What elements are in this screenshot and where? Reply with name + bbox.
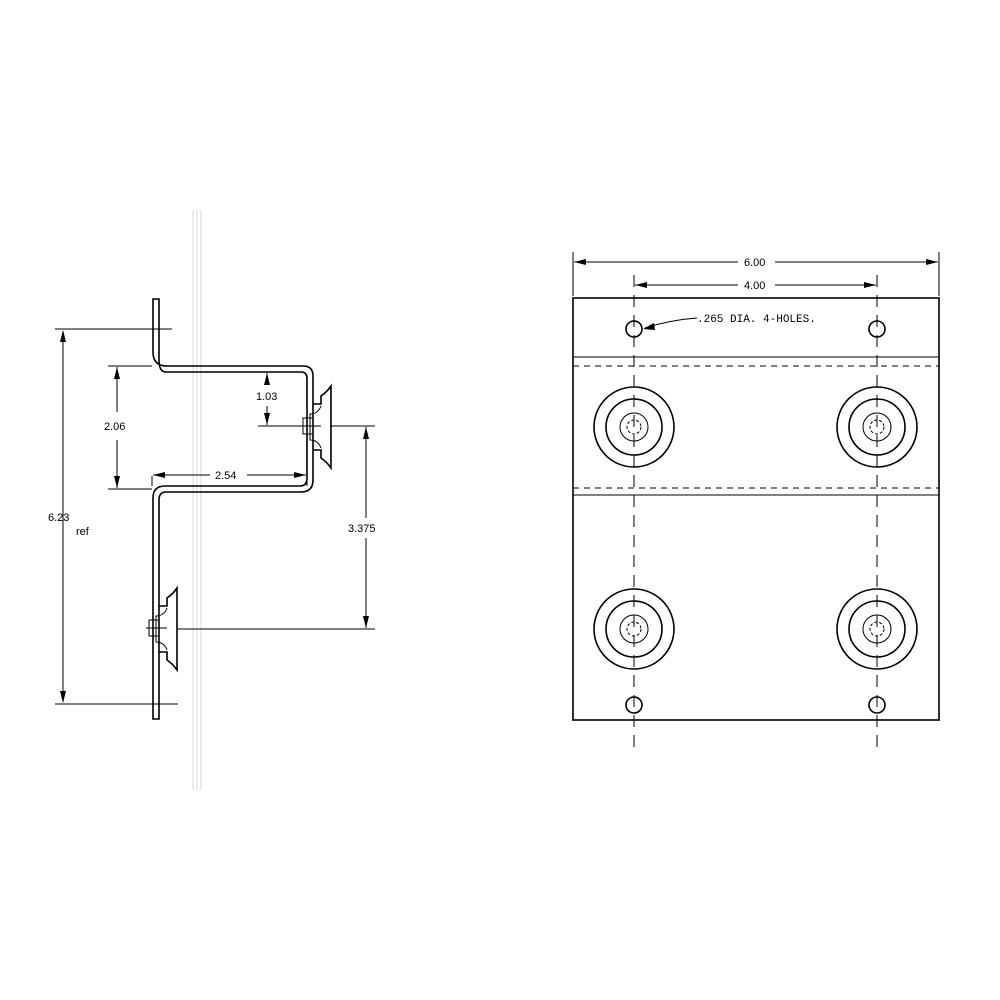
- bumper-upper-left: [593, 386, 675, 468]
- wall-line: [192, 210, 202, 790]
- mounting-hole: [625, 696, 643, 714]
- centerlines: [633, 275, 878, 755]
- dim-width-label: 6.00: [744, 257, 765, 269]
- front-extension-lines: [572, 252, 940, 296]
- mounting-holes: [625, 320, 886, 714]
- front-view: 6.00 4.00 .265 DIA. 4-HOLES.: [572, 252, 940, 755]
- dim-hole-spacing-label: 4.00: [744, 280, 765, 292]
- dim-mount-spacing: 3.375: [348, 427, 376, 628]
- dim-hole-spacing: 4.00: [635, 280, 876, 292]
- bumper-lower-left: [593, 588, 675, 670]
- mounting-hole: [625, 320, 643, 338]
- dim-upper-height-label: 2.06: [104, 421, 125, 433]
- dim-depth: 2.54: [153, 470, 306, 482]
- lower-bumper: [146, 585, 178, 673]
- mounting-hole: [868, 320, 886, 338]
- hole-note: .265 DIA. 4-HOLES.: [697, 314, 816, 326]
- extension-lines: [55, 328, 375, 705]
- bumpers: [593, 386, 918, 670]
- dim-mount-spacing-label: 3.375: [348, 523, 376, 535]
- bumper-upper-right: [836, 386, 918, 468]
- dim-depth-label: 2.54: [215, 470, 236, 482]
- side-view: 6.23 ref 2.06 1.03 2.54: [48, 210, 376, 790]
- bumper-lower-right: [836, 588, 918, 670]
- hole-callout: .265 DIA. 4-HOLES.: [643, 314, 816, 330]
- mounting-hole: [868, 696, 886, 714]
- dim-upper-offset-label: 1.03: [256, 391, 277, 403]
- bracket-plate: [572, 297, 940, 721]
- dim-overall-height: 6.23 ref: [48, 330, 90, 703]
- dim-width: 6.00: [574, 257, 938, 269]
- dim-overall-note: ref: [76, 526, 90, 538]
- z-bracket-profile: [152, 298, 314, 720]
- upper-bumper: [300, 383, 332, 471]
- dim-upper-offset: 1.03: [256, 373, 277, 425]
- dim-overall-label: 6.23: [48, 512, 69, 524]
- dim-upper-height: 2.06: [104, 367, 125, 488]
